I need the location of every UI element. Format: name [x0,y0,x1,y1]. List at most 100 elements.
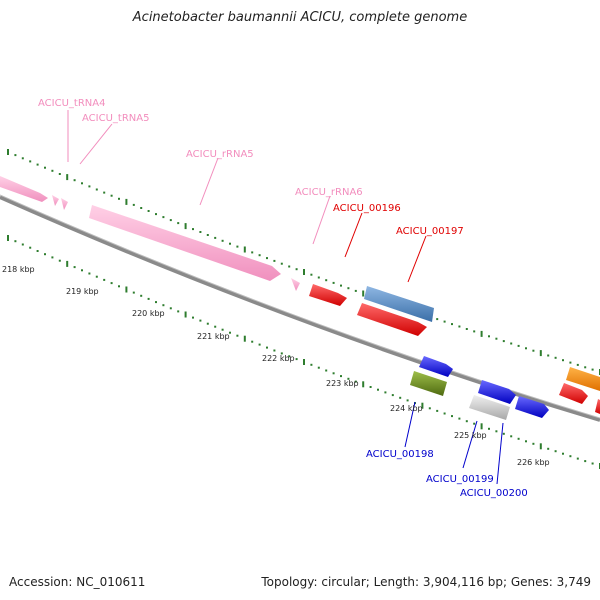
callout-line-00197 [407,235,427,283]
tick-mark [236,245,239,248]
tick-mark [525,440,527,443]
feature-orange-gene[interactable] [566,367,600,391]
tick-mark [251,340,254,343]
tick-mark [177,222,180,225]
tick-mark [569,455,572,458]
scale-label: 220 kbp [132,309,165,318]
tick-mark [199,231,202,233]
tick-mark [273,349,276,352]
tick-mark [140,207,143,209]
tick-mark [495,430,498,433]
feature-rrna6[interactable] [291,278,300,291]
tick-mark [340,375,342,378]
outer-tick-track [7,149,600,375]
tick-mark [532,442,535,445]
tick-mark [436,318,439,321]
tick-mark [325,279,328,282]
gene-label-rrna5: ACICU_rRNA5 [186,149,254,160]
tick-mark [502,340,505,343]
tick-mark [21,157,24,160]
tick-mark [332,372,335,375]
feature-acicu-00196[interactable] [309,284,347,306]
tick-mark [539,350,542,357]
tick-mark [266,257,268,260]
tick-mark [140,294,143,297]
tick-mark [125,286,128,293]
tick-mark [88,272,91,275]
feature-rrna5[interactable] [89,205,281,281]
tick-mark [340,284,342,287]
tick-mark [480,423,483,430]
tick-mark [88,185,91,188]
tick-mark [44,166,46,169]
feature-red-gene-edge[interactable] [595,399,600,414]
gene-label-00200: ACICU_00200 [460,488,528,499]
tick-mark [29,246,32,249]
tick-mark [384,391,387,394]
feature-rna4[interactable] [0,176,48,202]
scale-label: 223 kbp [326,379,359,388]
tick-mark [147,297,150,300]
tick-mark [125,198,128,205]
scale-label: 225 kbp [454,431,487,440]
tick-mark [58,259,61,262]
tick-mark [58,173,61,175]
tick-mark [310,273,313,276]
tick-mark [288,265,291,268]
scale-label: 218 kbp [2,265,35,274]
tick-mark [155,213,157,216]
tick-mark [7,235,9,241]
tick-mark [473,422,476,425]
topology-label: Topology: circular; Length: 3,904,116 bp… [261,575,591,589]
feature-trna5[interactable] [61,198,68,210]
tick-mark [14,154,17,157]
feature-acicu-00200[interactable] [515,396,549,418]
feature-acicu-00199[interactable] [469,395,510,420]
tick-mark [502,432,505,435]
tick-mark [51,256,54,259]
tick-mark [332,281,335,284]
tick-mark [184,223,187,230]
feature-acicu-00197[interactable] [364,286,434,322]
tick-mark [399,396,402,399]
feature-acicu-00197-red[interactable] [357,303,427,336]
scale-label: 226 kbp [517,458,550,467]
gene-label-trna5: ACICU_tRNA5 [82,113,149,124]
tick-mark [258,343,261,346]
feature-acicu-00198[interactable] [410,371,447,396]
tick-mark [192,228,194,231]
tick-mark [391,394,394,397]
genome-backbone-highlight [0,194,600,419]
tick-mark [258,254,261,257]
tick-mark [103,278,106,281]
tick-mark [192,316,194,319]
tick-mark [465,420,468,423]
tick-mark [103,191,106,194]
genome-title: Acinetobacter baumannii ACICU, complete … [132,10,468,25]
tick-mark [44,253,46,256]
callout-line-00198 [404,401,416,448]
scale-label: 221 kbp [197,332,230,341]
tick-mark [517,437,520,440]
tick-mark [110,282,113,285]
tick-mark [66,260,69,267]
tick-mark [517,344,520,347]
tick-mark [488,427,490,430]
callout-line-rrna6 [312,195,331,245]
feature-acicu-00199-blue[interactable] [478,380,516,404]
tick-mark [510,435,513,438]
feature-red-gene-right[interactable] [559,383,588,404]
tick-mark [569,361,572,364]
tick-mark [118,285,120,288]
feature-blue-gene-1[interactable] [419,356,453,377]
tick-mark [81,269,83,272]
tick-mark [132,203,135,206]
tick-mark [229,242,231,245]
tick-mark [81,182,83,185]
feature-trna4[interactable] [52,195,59,206]
callout-line-00199 [462,420,478,469]
tick-mark [458,325,461,328]
tick-mark [480,330,483,337]
tick-mark [554,450,557,453]
